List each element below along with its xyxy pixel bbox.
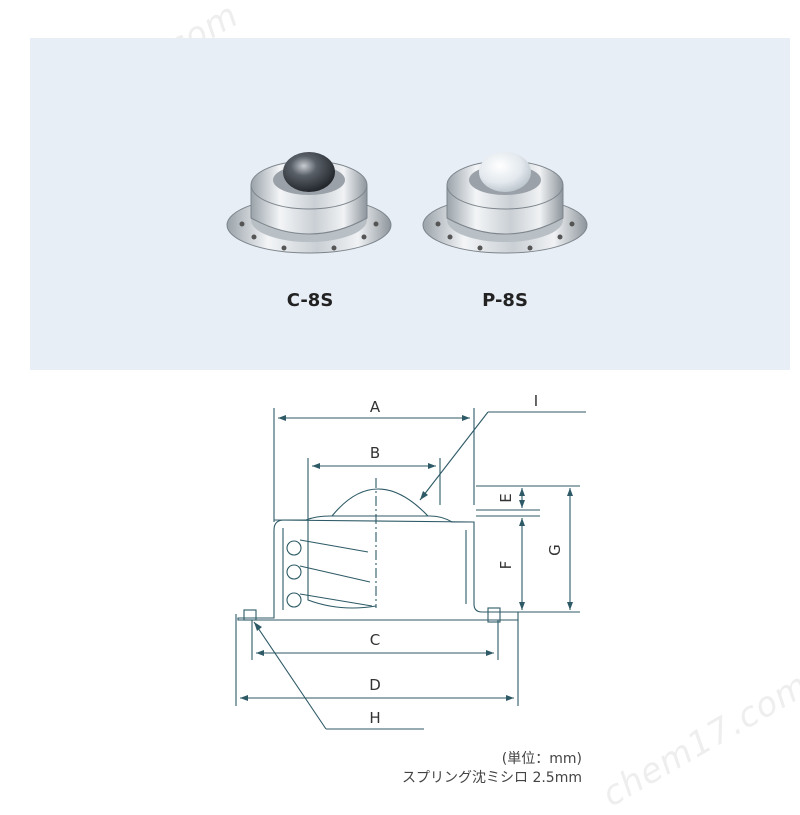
dim-label-i: I bbox=[534, 392, 538, 410]
dim-label-e: E bbox=[497, 493, 515, 502]
dim-label-a: A bbox=[370, 398, 381, 416]
product-label-p8s: P-8S bbox=[482, 290, 528, 311]
product-photo-panel bbox=[30, 38, 790, 370]
product-image-c8s bbox=[224, 140, 394, 270]
dim-label-h: H bbox=[369, 709, 380, 727]
dim-label-g: G bbox=[546, 544, 564, 556]
product-label-c8s: C-8S bbox=[286, 290, 334, 311]
product-image-p8s bbox=[420, 140, 590, 270]
dim-label-d: D bbox=[369, 676, 381, 694]
unit-note: (単位：mm) bbox=[501, 751, 582, 767]
dim-label-b: B bbox=[370, 444, 380, 462]
spring-note: スプリング沈ミシロ 2.5mm bbox=[402, 770, 582, 786]
dim-label-c: C bbox=[370, 631, 380, 649]
unit-note-block: (単位：mm) スプリング沈ミシロ 2.5mm bbox=[402, 750, 582, 788]
dim-label-f: F bbox=[497, 561, 515, 570]
